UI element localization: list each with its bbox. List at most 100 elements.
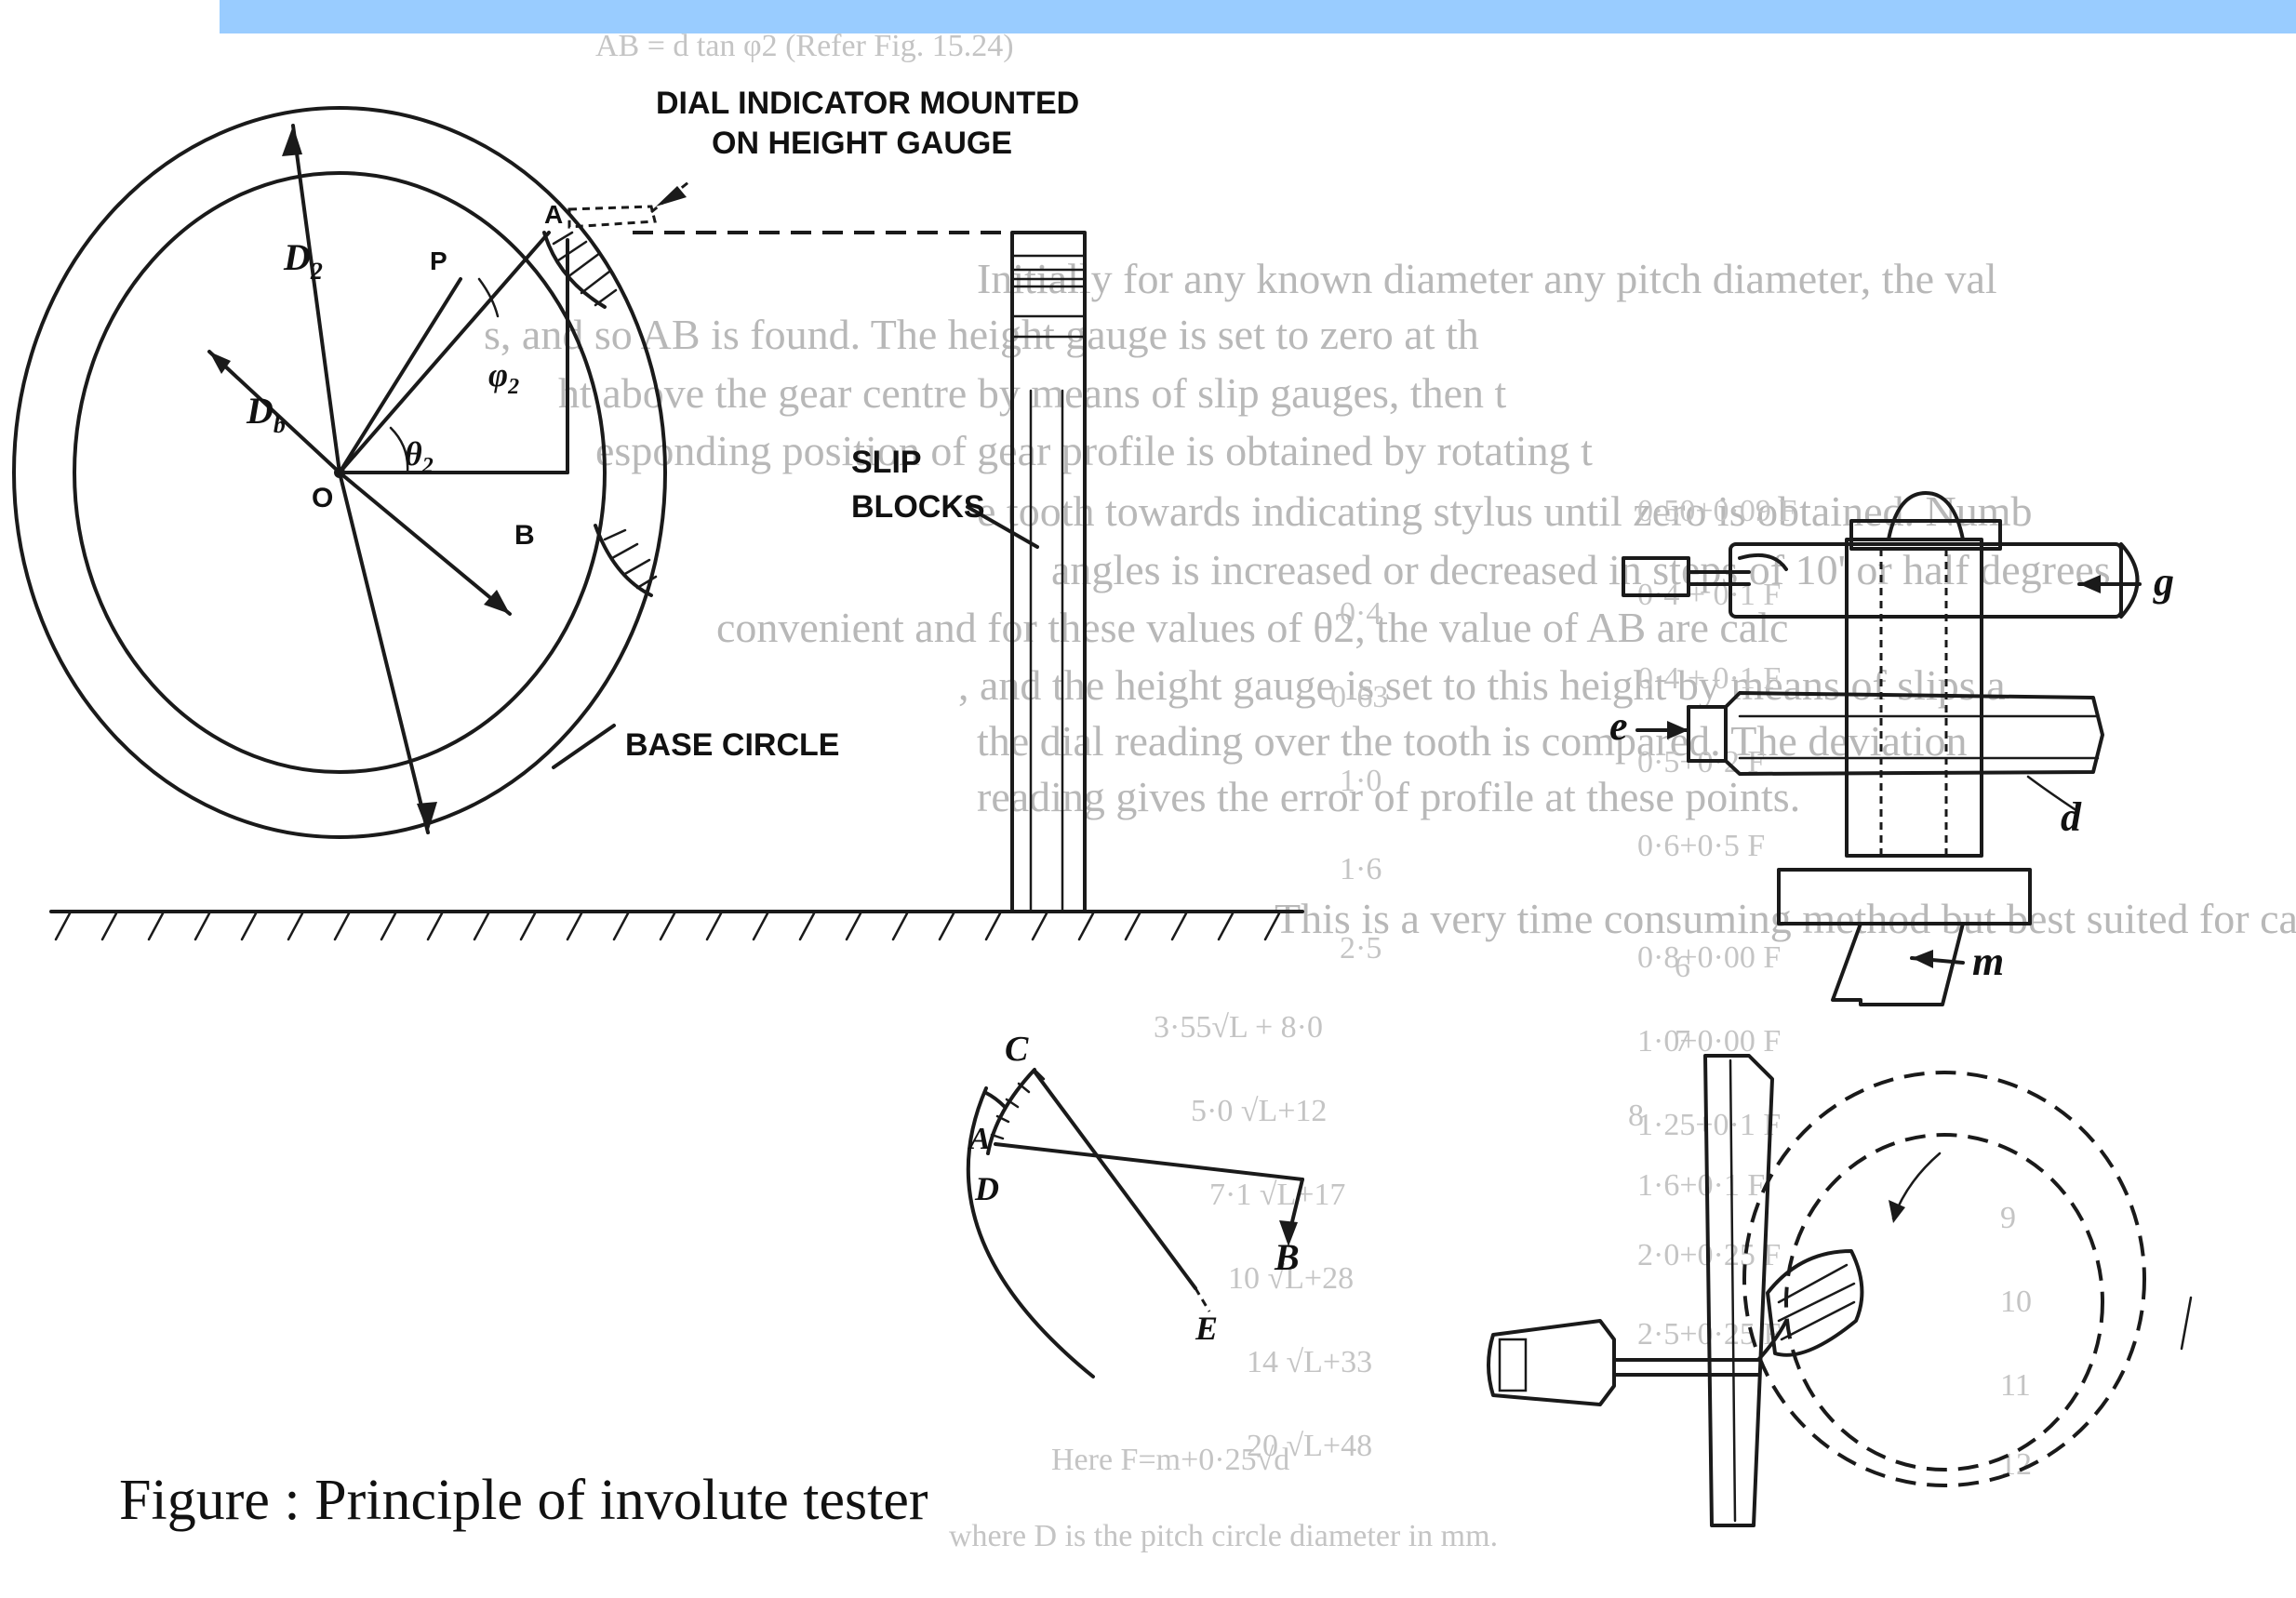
dial-scale	[1498, 1338, 1528, 1392]
bleed-line-10: reading gives the error of profile at th…	[977, 773, 1800, 820]
table-mid-7: 1·0+0·00 F	[1637, 1024, 1781, 1059]
tooth-contact-hatch	[1766, 1249, 1864, 1357]
figure-involute-construction: C A D B E	[966, 1030, 1304, 1378]
arrowhead-lower-1	[484, 590, 510, 614]
table-mid-5: 0·6+0·5 F	[1637, 829, 1765, 863]
tooth-hatch-lower	[594, 524, 658, 597]
label-b2: B	[1274, 1236, 1300, 1278]
label-g: g	[2153, 559, 2174, 605]
label-e3: e	[1609, 703, 1628, 749]
angle-theta-arc	[389, 426, 409, 474]
surface-hatching	[54, 912, 1281, 941]
base-collar	[1777, 868, 2032, 926]
label-a: A	[544, 200, 563, 229]
dial-leader	[650, 180, 689, 214]
label-d: D	[974, 1170, 999, 1207]
label-d3: d	[2061, 794, 2082, 840]
table-mid-8: 1·25+0·1 F	[1637, 1108, 1781, 1142]
arrowhead-lower-2	[417, 802, 437, 832]
arrow-b	[1279, 1220, 1298, 1246]
figure-mandrel: g e d m	[1609, 491, 2174, 1006]
label-o: O	[312, 483, 333, 513]
table-mid-9: 1·6+0·1 F	[1637, 1168, 1765, 1203]
figure-caption: Figure : Principle of involute tester	[119, 1469, 928, 1532]
table-left-2: 0·63	[1330, 680, 1388, 714]
table-right-6: 11	[2000, 1368, 2031, 1403]
radius-lower-1	[338, 471, 512, 616]
bleed-footer: Here F=m+0·25√d	[1051, 1443, 1289, 1477]
figure-height-gauge: DIAL INDICATOR MOUNTED ON HEIGHT GAUGE S…	[12, 86, 1304, 941]
bleed-line-8: , and the height gauge is set to this he…	[958, 661, 2006, 709]
table-mid-1: 0·50+0·09 F	[1637, 494, 1796, 528]
pointer-e-block	[1687, 705, 1728, 763]
table-right-5: 10	[2000, 1285, 2032, 1319]
bleed-line-3: ht above the gear centre by means of sli…	[558, 369, 1507, 417]
involute-hatch	[990, 1068, 1046, 1140]
bleed-line-11: This is a very time consuming method but…	[1275, 895, 2296, 942]
straight-edge	[1703, 1054, 1774, 1527]
bleed-line-9: the dial reading over the tooth is compa…	[977, 717, 1968, 765]
line-ab-tangent	[994, 1142, 1304, 1181]
radius-oa	[338, 231, 551, 474]
table-left-4: 1·6	[1340, 852, 1382, 886]
table-right-4: 9	[2000, 1201, 2016, 1235]
base-circle-arc	[966, 1086, 1095, 1378]
table-left-6: 3·55√L + 8·0	[1154, 1010, 1323, 1045]
bleed-line-5: e tooth towards indicating stylus until …	[977, 487, 2033, 535]
table-left-1: 0·4	[1340, 596, 1382, 631]
table-right-1: 6	[1675, 950, 1690, 984]
taper-m	[1831, 922, 1965, 1006]
table-left-11: 20 √L+48	[1247, 1429, 1372, 1463]
label-m: m	[1972, 939, 2004, 984]
base-circle	[73, 171, 607, 774]
arrowhead-db	[209, 352, 231, 374]
dial-label-line-1: DIAL INDICATOR MOUNTED	[656, 86, 1079, 121]
label-c: C	[1005, 1030, 1029, 1069]
gear-inner-dashed	[1784, 1133, 2104, 1471]
gear-edge-mark	[2180, 1296, 2193, 1351]
table-mid-3: 0·4 + 0·1 F	[1637, 661, 1781, 696]
bleed-line-6: angles is increased or decreased in step…	[1051, 546, 2111, 593]
label-phi: φ2	[488, 356, 519, 399]
base-circle-leader	[552, 724, 616, 769]
table-mid-6: 0·8+0·00 F	[1637, 940, 1781, 975]
bleed-text-group: AB = d tan φ2 (Refer Fig. 15.24) Initial…	[484, 29, 2296, 1553]
label-p: P	[430, 246, 447, 275]
tooth-hatch-top	[542, 231, 618, 309]
table-left-9: 10 √L+28	[1228, 1261, 1354, 1296]
outer-circle	[12, 106, 667, 839]
label-d2: D2	[283, 236, 323, 285]
bleed-line-7: convenient and for these values of θ2, t…	[716, 604, 1788, 651]
label-b: B	[514, 520, 535, 551]
bleed-heading: AB = d tan φ2 (Refer Fig. 15.24)	[595, 29, 1014, 63]
angle-phi-arc	[477, 277, 500, 318]
radius-op	[338, 277, 462, 474]
radius-lower-2	[338, 471, 430, 834]
arm-g	[1729, 542, 2123, 619]
label-theta: θ2	[405, 435, 434, 478]
slip-leader	[966, 505, 1039, 549]
mandrel-top-cap	[1887, 491, 1965, 541]
table-right-2: 7	[1675, 1024, 1690, 1059]
table-right-3: 8	[1628, 1099, 1644, 1133]
label-db: Db	[246, 390, 286, 438]
label-a2: A	[968, 1122, 991, 1156]
bleed-footer-2: where D is the pitch circle diameter in …	[949, 1519, 1498, 1553]
table-left-10: 14 √L+33	[1247, 1345, 1372, 1379]
arc-cd	[984, 1091, 1007, 1109]
dial-indicator-stylus	[567, 205, 657, 229]
arrowhead-d2	[282, 126, 302, 156]
header-bar	[220, 0, 2296, 33]
mandrel-collar	[1849, 519, 2002, 551]
bleed-line-4: esponding position of gear profile is ob…	[595, 427, 1593, 474]
label-e: E	[1195, 1310, 1218, 1347]
involute-arc	[986, 1068, 1036, 1155]
indicator-block	[1622, 556, 1690, 597]
table-left-3: 1·0	[1340, 764, 1382, 798]
bleed-line-2: s, and so AB is found. The height gauge …	[484, 311, 1479, 358]
table-left-5: 2·5	[1340, 931, 1382, 965]
table-left-8: 7·1 √L+17	[1209, 1178, 1345, 1212]
dial-label-line-2: ON HEIGHT GAUGE	[712, 126, 1012, 161]
radius-db	[207, 350, 341, 474]
